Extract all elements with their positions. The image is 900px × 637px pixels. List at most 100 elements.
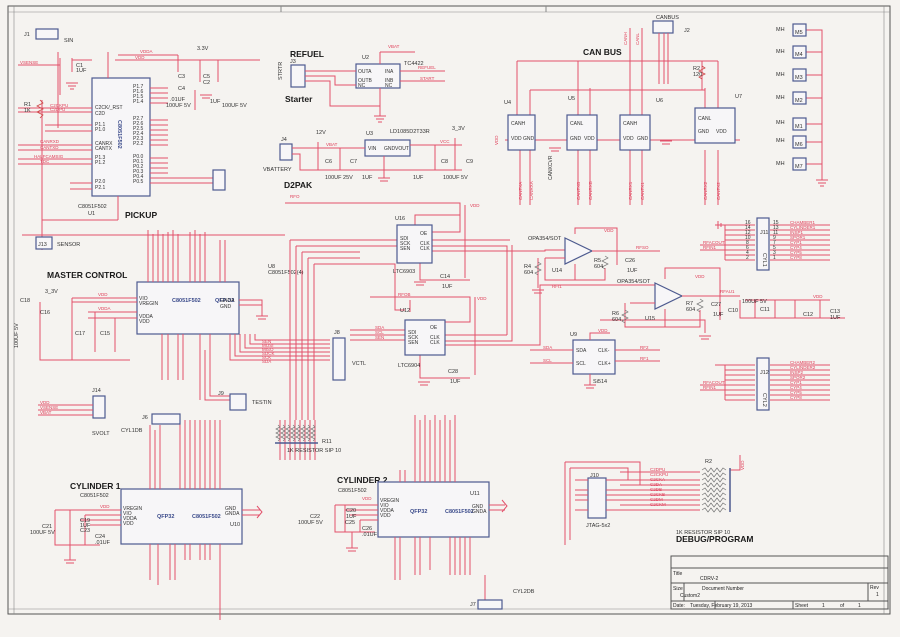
label-master-pins-right-0: GNDA — [220, 298, 235, 304]
label-amps-net-out1: RFSO — [636, 245, 649, 250]
chip-u2[interactable] — [355, 63, 401, 89]
label-cylinder-conn-right-nets-1-5: CYP4 — [790, 245, 802, 250]
label-canbus-nets-5: CANXCVR — [548, 155, 554, 180]
chip-u8[interactable] — [136, 281, 240, 335]
opamp-u14[interactable] — [564, 237, 594, 265]
label-cylinder2-c25: C25 — [345, 520, 355, 526]
label-title-block-rev-label: Rev — [870, 585, 879, 591]
ref-u3: U3 — [366, 131, 373, 137]
ground-symbol — [717, 221, 722, 229]
label-clock-net-rfo: RFO — [290, 194, 300, 199]
label-cylinder2-pins-right-1: GNDA — [472, 509, 487, 515]
pickup-sensor-connector[interactable] — [212, 169, 226, 191]
label-cylinder2-j7-name: CYL2DB — [513, 589, 535, 595]
can-transceiver-u4[interactable] — [507, 114, 536, 151]
connector-j6[interactable] — [151, 413, 181, 425]
label-canbus-chips-2: U6 — [656, 98, 663, 104]
label-master-j14-nets-0: VDD — [40, 400, 50, 405]
label-cylinder-conn-right-pins-2: 11 — [773, 230, 778, 236]
label-cylinder-conn-right-nets-1-6: CYP5 — [790, 250, 802, 255]
connector-j12[interactable] — [756, 357, 770, 411]
connector-j7[interactable] — [477, 599, 503, 610]
connector-j9[interactable] — [229, 393, 247, 411]
label-cylinder2-pins-left-1: VIO — [380, 503, 389, 509]
path — [701, 467, 727, 513]
jtag-connector-j10[interactable] — [587, 477, 607, 519]
chip — [792, 117, 807, 131]
label-cylinder2-pins-left-0: VREGIN — [380, 498, 400, 504]
clock-chip-u12[interactable] — [404, 319, 446, 356]
chip-u1[interactable] — [91, 77, 151, 197]
label-canbus-pins-2: VDD — [511, 136, 522, 142]
can-transceiver-u5[interactable] — [566, 114, 598, 151]
connector-j3[interactable] — [290, 64, 306, 88]
label-cylinder-conn-right-nets-2-0: CHAMBER2 — [790, 360, 816, 365]
j1-name: SIN — [64, 38, 73, 44]
label-cylinder-conn-right-nets-1-0: CHAMBER1 — [790, 220, 816, 225]
label-amps-r-val: 604 — [594, 264, 603, 270]
label-cylinder-conn-c-val-a: 100UF 5V — [742, 299, 767, 305]
label-clock-pins-4: CLK — [430, 335, 440, 341]
label-debug-nets-1: C2CKPU — [650, 472, 668, 477]
label-master-r11-name: 1K RESISTOR SIP 10 — [287, 448, 341, 454]
label-clock-pins-1: SCK — [408, 335, 419, 341]
label-cylinder-conn-c10: C10 — [728, 308, 738, 314]
chip-u11[interactable] — [377, 481, 490, 538]
label-debug-j10: J10 — [590, 473, 599, 479]
label-d2pak-c6-val: 100UF 25V — [325, 175, 353, 181]
section-title-d2pak: D2PAK — [284, 180, 313, 190]
label-cylinder-conn-right-nets-2-2: INSP2 — [790, 370, 804, 375]
clock-chip-u16[interactable] — [396, 224, 433, 264]
label-si514-pins-1: SCL — [576, 361, 586, 367]
label-title-block-date-label: Date: — [673, 603, 685, 609]
label-clock-u12: U12 — [400, 308, 410, 314]
ref-c3: C3 — [178, 74, 185, 80]
connector-j14[interactable] — [92, 395, 106, 419]
label-canbus-nets-1: CANL — [635, 32, 640, 45]
u1-right-pins: P1.7 P1.6 P1.5 P1.4 P2.7 P2.6 P2.5 P2.4 … — [133, 84, 144, 185]
label-debug-r2: R2 — [705, 459, 712, 465]
connector-j13[interactable] — [35, 236, 53, 250]
label-pickup-pins-left-2: P1.1 — [95, 122, 106, 128]
connector-j11[interactable] — [756, 217, 770, 271]
label-cylinder-conn-right-pins-6: 3 — [773, 250, 776, 256]
label-pickup-nets-5: HALFCAMSIG — [34, 154, 64, 159]
ref-u2: U2 — [362, 55, 369, 61]
label-cylinder-conn-right-pins-1: 13 — [773, 225, 779, 231]
connector-j4[interactable] — [279, 143, 293, 161]
label-cylinder-conn-c12: C12 — [803, 312, 813, 318]
debug-section: DEBUG/PROGRAM J10 JTAG-5x2 R2 1K RESISTO… — [564, 455, 753, 545]
label-master-pins-left-2: VDDA — [139, 314, 154, 320]
chip-u10[interactable] — [120, 488, 243, 545]
ground-symbol — [374, 115, 386, 123]
net-refuel: REFUEL — [418, 65, 436, 70]
label-clock-c14: C14 — [440, 274, 450, 280]
connector-j2[interactable] — [652, 20, 674, 34]
label-debug-nets-4: C2DB — [650, 487, 662, 492]
label-cylinder2-c20-val: 1UF — [346, 514, 357, 520]
label-cylinder2-pins-left-2: VDDA — [380, 508, 395, 514]
label-cylinder-conn-right-nets-1-3: SPOR1 — [790, 235, 806, 240]
net-vdda: VDDA — [140, 49, 153, 54]
ground-symbol — [532, 289, 711, 340]
oscillator-u9[interactable] — [572, 339, 616, 375]
ground-symbol — [66, 82, 212, 99]
pickup-net-labels: VSENSE C2CKPU C2DPU CANRXD CANTXD HALFCA… — [20, 60, 68, 164]
can-transceiver-u7[interactable] — [694, 107, 736, 144]
label-d2pak-c8: C8 — [441, 159, 448, 165]
can-transceiver-u6[interactable] — [619, 114, 651, 151]
label-canbus-nets-7: CANRXB — [588, 181, 593, 200]
label-mounting-holes-1-ref: M4 — [795, 52, 803, 58]
connector-j1[interactable] — [35, 28, 59, 40]
connector-j8[interactable] — [332, 337, 346, 381]
label-cylinder-conn-right-pins-4: 7 — [773, 240, 776, 246]
opamp-u15[interactable] — [654, 282, 684, 310]
label-amps-net-in: RFI1 — [552, 284, 562, 289]
label-clock-c28: C28 — [448, 369, 458, 375]
